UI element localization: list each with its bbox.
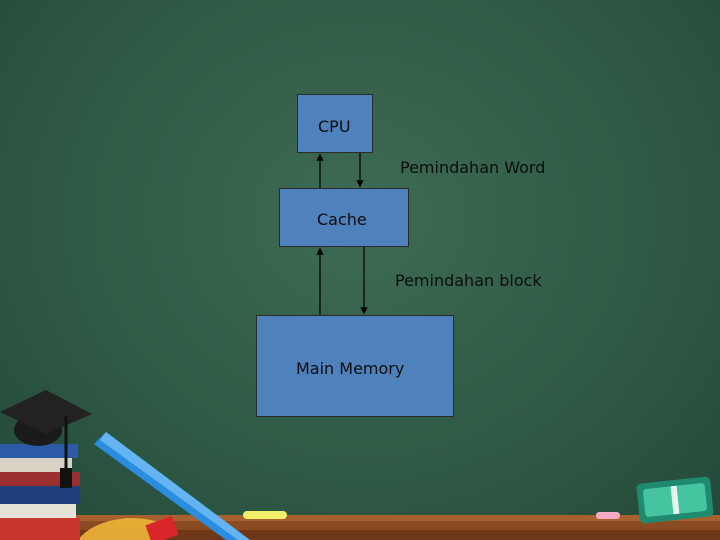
chalk-yellow [243,511,287,519]
chalk-pink [596,512,620,519]
word-transfer-label: Pemindahan Word [400,158,546,177]
cpu-node: CPU [297,94,373,153]
eraser [636,476,714,524]
cache-label: Cache [317,210,367,229]
graduation-cap [0,390,92,488]
block-transfer-label: Pemindahan block [395,271,542,290]
main-memory-node: Main Memory [256,315,454,417]
ruler [94,432,250,540]
red-block [145,515,179,540]
chalk-ledge [0,515,720,540]
cache-node: Cache [279,188,409,247]
cpu-label: CPU [318,117,351,136]
main-memory-label: Main Memory [296,359,405,378]
